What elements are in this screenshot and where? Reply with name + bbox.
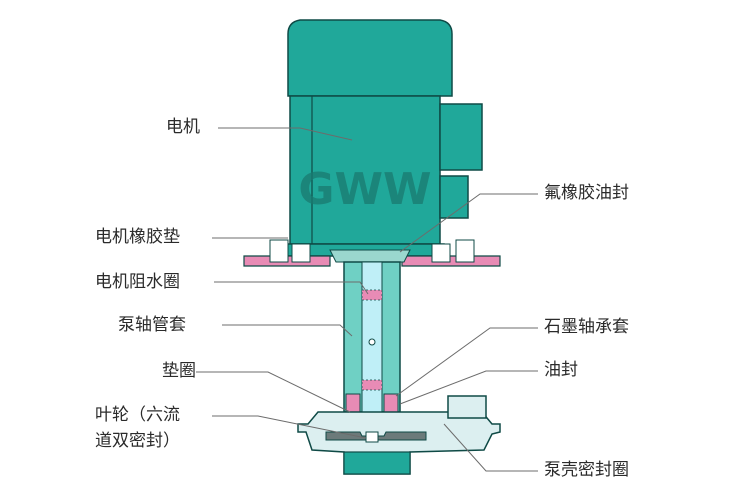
- label-pump-shaft-sleeve: 泵轴管套: [118, 315, 186, 335]
- label-motor-water-ring: 电机阻水圈: [95, 272, 180, 292]
- brand-logo: GWW: [298, 164, 431, 215]
- label-motor-rubber-pad: 电机橡胶垫: [95, 227, 180, 247]
- label-motor: 电机: [166, 117, 200, 137]
- flange-right: [401, 255, 501, 267]
- label-fluorine-oil-seal: 氟橡胶油封: [544, 183, 629, 203]
- label-oil-seal: 油封: [544, 360, 578, 380]
- label-casing-seal-ring: 泵壳密封圈: [544, 460, 629, 480]
- label-impeller-line2: 道双密封）: [95, 431, 180, 451]
- label-washer: 垫圈: [162, 361, 196, 381]
- oil-seal-right: [383, 393, 399, 415]
- motor-body: [289, 95, 441, 245]
- motor-top-cap: [287, 19, 453, 97]
- leader-lines: [196, 127, 538, 472]
- terminal-box-lower: [439, 175, 469, 219]
- water-ring: [361, 289, 383, 301]
- label-graphite-bearing: 石墨轴承套: [544, 317, 629, 337]
- terminal-box-upper: [439, 103, 483, 171]
- label-impeller-line1: 叶轮（六流: [95, 405, 180, 425]
- outlet-pipe: [447, 395, 487, 419]
